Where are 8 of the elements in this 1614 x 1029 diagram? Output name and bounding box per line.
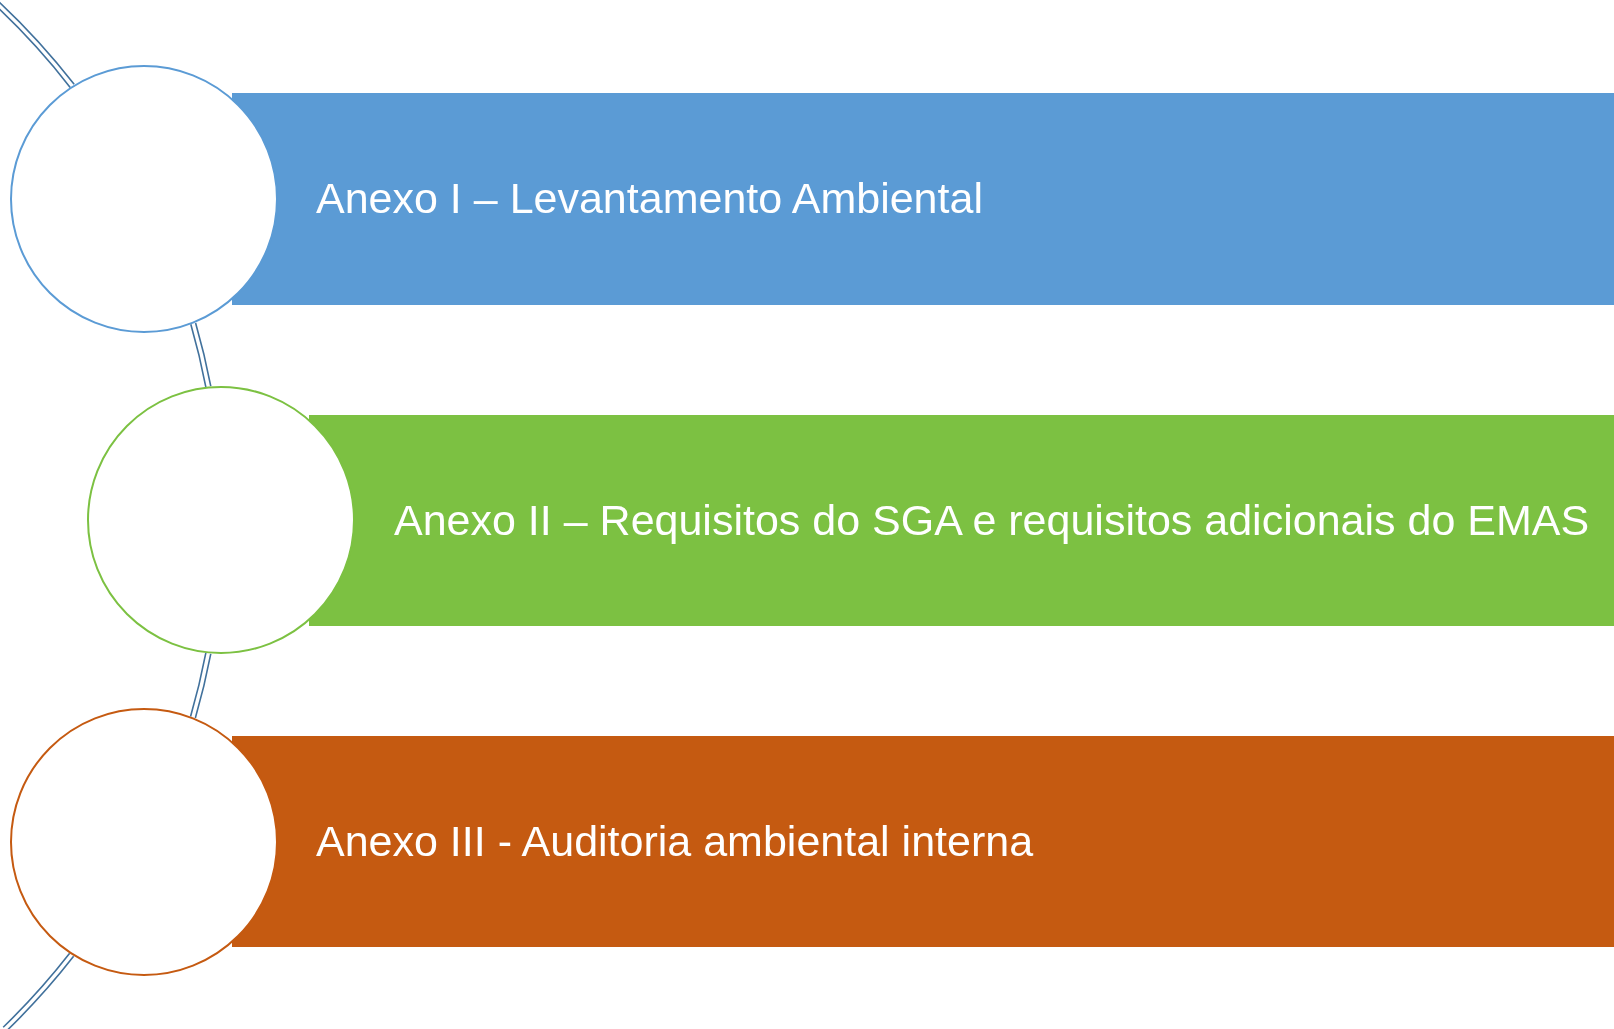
list-bar [309, 415, 1614, 626]
list-item-text: Anexo II – Requisitos do SGA e requisitos adicionais do EMAS [394, 494, 1590, 546]
connector-line [190, 322, 212, 388]
list-item-text: Anexo I – Levantamento Ambiental [316, 173, 983, 225]
list-bar [232, 93, 1614, 305]
connector-line [189, 652, 212, 719]
list-bar [232, 736, 1614, 947]
list-item-text: Anexo III - Auditoria ambiental interna [316, 815, 1034, 867]
